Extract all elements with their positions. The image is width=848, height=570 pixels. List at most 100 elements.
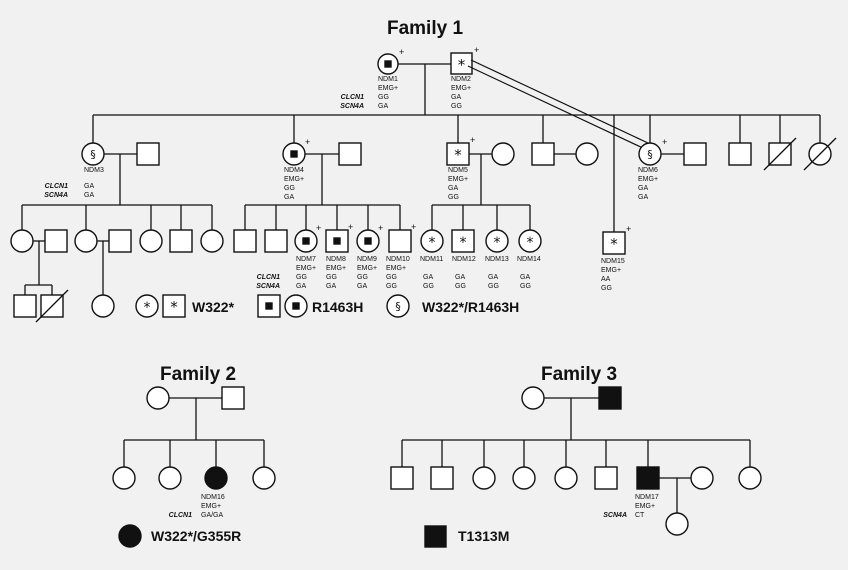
ndm10-male xyxy=(388,229,412,253)
ndm15-clcn1: AA xyxy=(601,276,611,283)
w322-mark: * xyxy=(458,56,466,74)
w322-mark: * xyxy=(494,235,501,251)
ndm4-clcn1: GG xyxy=(284,185,295,192)
plus-mark: + xyxy=(474,45,479,55)
plus-mark: + xyxy=(470,135,475,145)
r1463h-mark xyxy=(290,150,298,158)
ndm4-id: NDM4 xyxy=(284,167,304,174)
ndm9-scn4a: GA xyxy=(357,283,367,290)
ndm9-clcn1: GG xyxy=(357,274,368,281)
w322-mark: * xyxy=(144,300,151,316)
legend-r1463h: R1463H xyxy=(312,299,363,315)
plus-mark: + xyxy=(411,222,416,232)
female xyxy=(139,229,163,253)
deceased-slash xyxy=(803,137,837,171)
ndm11-female xyxy=(420,229,444,253)
gene-label-scn4a: SCN4A xyxy=(340,103,364,110)
female xyxy=(158,466,182,490)
legend-t1313m: T1313M xyxy=(458,528,509,544)
gene-label-clcn1: CLCN1 xyxy=(45,183,68,190)
legend-w322-circle xyxy=(135,294,159,318)
ndm17-id: NDM17 xyxy=(635,494,659,501)
ndm8-clcn1: GG xyxy=(326,274,337,281)
ndm11-clcn1: GA xyxy=(423,274,433,281)
ndm15-emg: EMG+ xyxy=(601,267,621,274)
ndm14-clcn1: GA xyxy=(520,274,530,281)
ndm17-scn4a: CT xyxy=(635,512,645,519)
family2-title: Family 2 xyxy=(160,364,236,385)
ndm2-scn4a: GG xyxy=(451,103,462,110)
legend-w322-g355r: W322*/G355R xyxy=(151,528,241,544)
female xyxy=(112,466,136,490)
plus-mark: + xyxy=(348,222,353,232)
deceased-slash xyxy=(35,289,69,323)
ndm12-male xyxy=(451,229,475,253)
ndm9-emg: EMG+ xyxy=(357,265,377,272)
male xyxy=(430,466,454,490)
plus-mark: + xyxy=(626,224,631,234)
ndm3-id: NDM3 xyxy=(84,167,104,174)
legend-w322-g355r-circle xyxy=(118,524,142,548)
ndm10-clcn1: GG xyxy=(386,274,397,281)
ndm16-emg: EMG+ xyxy=(201,503,221,510)
r1463h-mark xyxy=(292,302,300,310)
ndm5-id: NDM5 xyxy=(448,167,468,174)
w322-r1463h-mark: § xyxy=(90,148,96,161)
male xyxy=(169,229,193,253)
ndm12-clcn1: GA xyxy=(455,274,465,281)
female xyxy=(200,229,224,253)
ndm2-emg: EMG+ xyxy=(451,85,471,92)
mother-female xyxy=(521,386,545,410)
male xyxy=(13,294,37,318)
male xyxy=(728,142,752,166)
ndm12-scn4a: GG xyxy=(455,283,466,290)
ndm8-id: NDM8 xyxy=(326,256,346,263)
gene-label-clcn1: CLCN1 xyxy=(169,512,192,519)
ndm13-id: NDM13 xyxy=(485,256,509,263)
ndm6-scn4a: GA xyxy=(638,194,648,201)
w322-r1463h-mark: § xyxy=(395,300,401,313)
plus-mark: + xyxy=(316,223,321,233)
male xyxy=(264,229,288,253)
ndm17-emg: EMG+ xyxy=(635,503,655,510)
family1-title: Family 1 xyxy=(387,18,463,39)
female xyxy=(472,466,496,490)
gene-label-clcn1: CLCN1 xyxy=(341,94,364,101)
w322-mark: * xyxy=(429,235,436,251)
ndm14-id: NDM14 xyxy=(517,256,541,263)
legend-t1313m-square xyxy=(424,525,447,548)
ndm2-clcn1: GA xyxy=(451,94,461,101)
male xyxy=(44,229,68,253)
ndm7-clcn1: GG xyxy=(296,274,307,281)
male xyxy=(531,142,555,166)
ndm16-affected-female xyxy=(204,466,228,490)
family3-title: Family 3 xyxy=(541,364,617,385)
gene-label-clcn1: CLCN1 xyxy=(257,274,280,281)
spouse-female xyxy=(491,142,515,166)
r1463h-mark xyxy=(364,237,372,245)
female xyxy=(252,466,276,490)
ndm5-clcn1: GA xyxy=(448,185,458,192)
female xyxy=(512,466,536,490)
ndm14-scn4a: GG xyxy=(520,283,531,290)
plus-mark: + xyxy=(662,137,667,147)
gene-label-scn4a: SCN4A xyxy=(44,192,68,199)
spouse-male xyxy=(338,142,362,166)
r1463h-mark xyxy=(333,237,341,245)
plus-mark: + xyxy=(305,137,310,147)
w322-mark: * xyxy=(460,235,467,251)
ndm8-scn4a: GA xyxy=(326,283,336,290)
ndm11-scn4a: GG xyxy=(423,283,434,290)
plus-mark: + xyxy=(378,223,383,233)
w322-r1463h-mark: § xyxy=(647,148,653,161)
ndm1-clcn1: GG xyxy=(378,94,389,101)
ndm10-id: NDM10 xyxy=(386,256,410,263)
ndm13-clcn1: GA xyxy=(488,274,498,281)
ndm15-male xyxy=(602,231,626,255)
w322-mark: * xyxy=(527,235,534,251)
ndm2-id: NDM2 xyxy=(451,76,471,83)
ndm1-id: NDM1 xyxy=(378,76,398,83)
legend-w322-square xyxy=(162,294,186,318)
ndm9-id: NDM9 xyxy=(357,256,377,263)
